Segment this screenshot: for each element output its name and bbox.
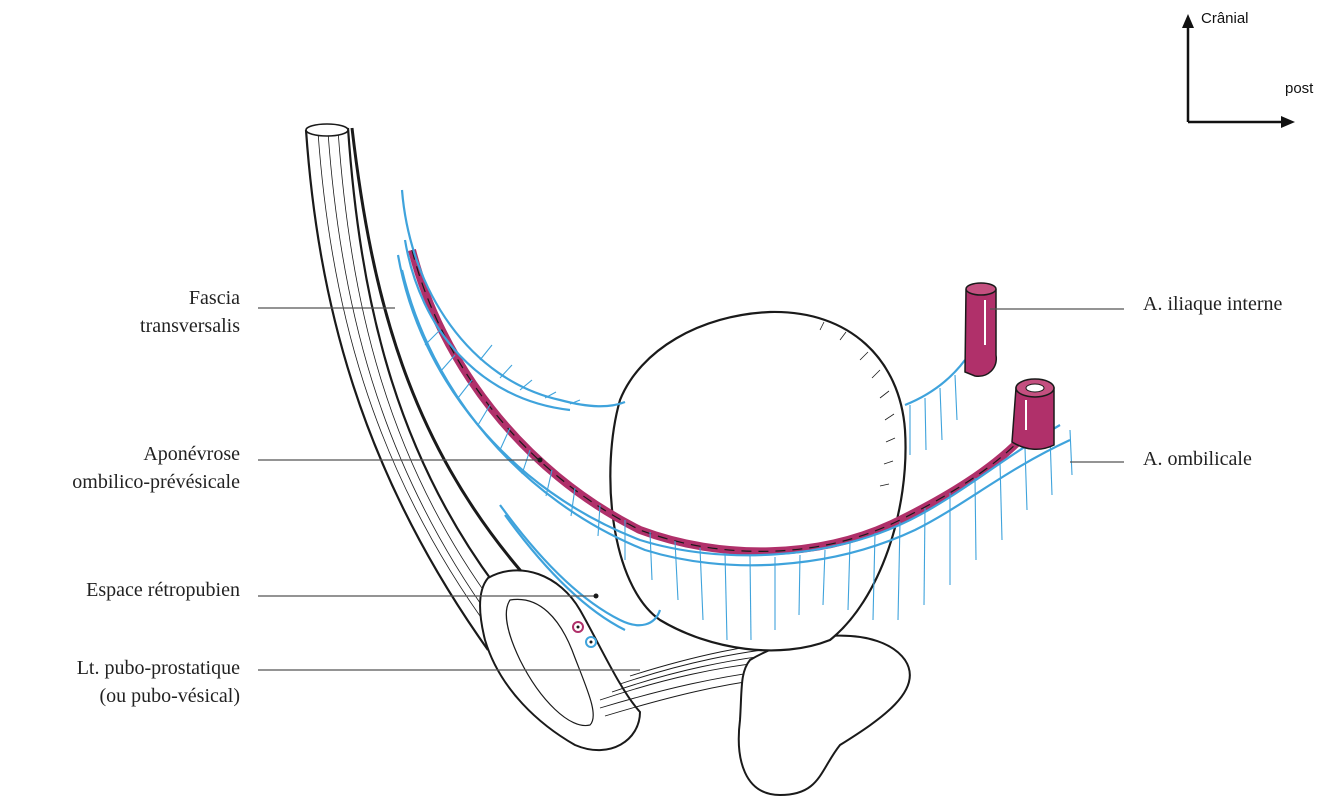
internal-iliac-artery: [965, 283, 996, 376]
pubic-bone: [480, 570, 640, 750]
label-fascia-line2: transversalis: [40, 312, 240, 340]
label-ombilicale: A. ombilicale: [1143, 445, 1252, 473]
label-aponevrose-line2: ombilico-prévésicale: [10, 468, 240, 496]
label-aponevrose: Aponévrose ombilico-prévésicale: [10, 440, 240, 496]
orientation-axes: [1188, 24, 1285, 122]
label-ligament-line2: (ou pubo-vésical): [10, 682, 240, 710]
label-fascia-line1: Fascia: [40, 284, 240, 312]
label-espace-retropubien: Espace rétropubien: [10, 576, 240, 604]
label-fascia-transversalis: Fascia transversalis: [40, 284, 240, 340]
arrow-up-icon: [1182, 14, 1194, 28]
label-espace-text: Espace rétropubien: [10, 576, 240, 604]
leader-dot: [538, 458, 543, 463]
umbilical-artery-stump: [1012, 379, 1054, 449]
label-iliaque-interne: A. iliaque interne: [1143, 290, 1282, 318]
prostate: [739, 636, 910, 795]
abdominal-wall: [306, 124, 572, 650]
bladder: [610, 312, 905, 650]
label-aponevrose-line1: Aponévrose: [10, 440, 240, 468]
arrow-right-icon: [1281, 116, 1295, 128]
leader-dot: [594, 594, 599, 599]
posterior-label: post: [1285, 80, 1313, 97]
label-ligament: Lt. pubo-prostatique (ou pubo-vésical): [10, 654, 240, 710]
label-ligament-line1: Lt. pubo-prostatique: [10, 654, 240, 682]
cranial-label: Crânial: [1201, 10, 1249, 27]
